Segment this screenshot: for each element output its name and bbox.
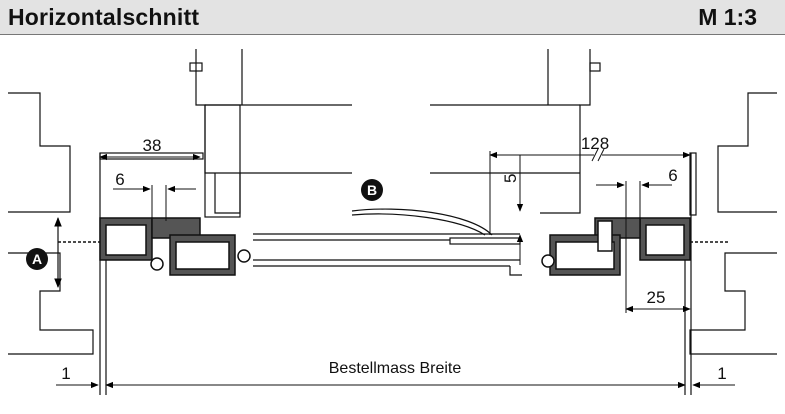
dim-left-bottom-label: 1	[61, 364, 70, 383]
dim-right-gap-label: 6	[668, 166, 677, 185]
dim-left-bottom: 1	[56, 364, 99, 389]
marker-a-label: A	[32, 251, 42, 267]
sliding-panel	[253, 208, 522, 276]
left-wall	[8, 92, 94, 355]
right-frame-profile	[541, 217, 728, 276]
left-casing	[99, 49, 352, 218]
dim-right-depth: 25	[625, 221, 691, 313]
dim-right-bottom-label: 1	[717, 364, 726, 383]
dim-right-gap: 6	[596, 166, 678, 221]
dim-left-gap-label: 6	[115, 170, 124, 189]
drawing-title: Horizontalschnitt	[8, 4, 200, 30]
dim-right-bottom: 1	[692, 364, 735, 389]
dim-vertical-label: 5	[501, 174, 520, 183]
dim-right-width: 128	[489, 134, 691, 235]
dim-vertical: 5	[501, 155, 524, 265]
dim-left-gap: 6	[113, 170, 196, 221]
right-wall	[689, 92, 777, 355]
marker-b-label: B	[367, 182, 377, 198]
marker-a: A	[26, 217, 62, 288]
drawing-scale: M 1:3	[698, 4, 757, 30]
left-frame-profile	[58, 217, 251, 276]
dim-left-width: 38	[99, 136, 201, 161]
section-drawing: A B 38 6 128 6 5	[8, 49, 777, 395]
dim-right-width-label: 128	[581, 134, 609, 153]
dim-left-width-label: 38	[143, 136, 162, 155]
marker-b: B	[361, 179, 383, 201]
dim-right-depth-label: 25	[647, 288, 666, 307]
dim-overall-width-label: Bestellmass Breite	[329, 360, 462, 377]
dim-overall-width: Bestellmass Breite	[105, 360, 686, 389]
header-bar: Horizontalschnitt M 1:3	[0, 0, 785, 35]
right-casing	[430, 49, 697, 216]
